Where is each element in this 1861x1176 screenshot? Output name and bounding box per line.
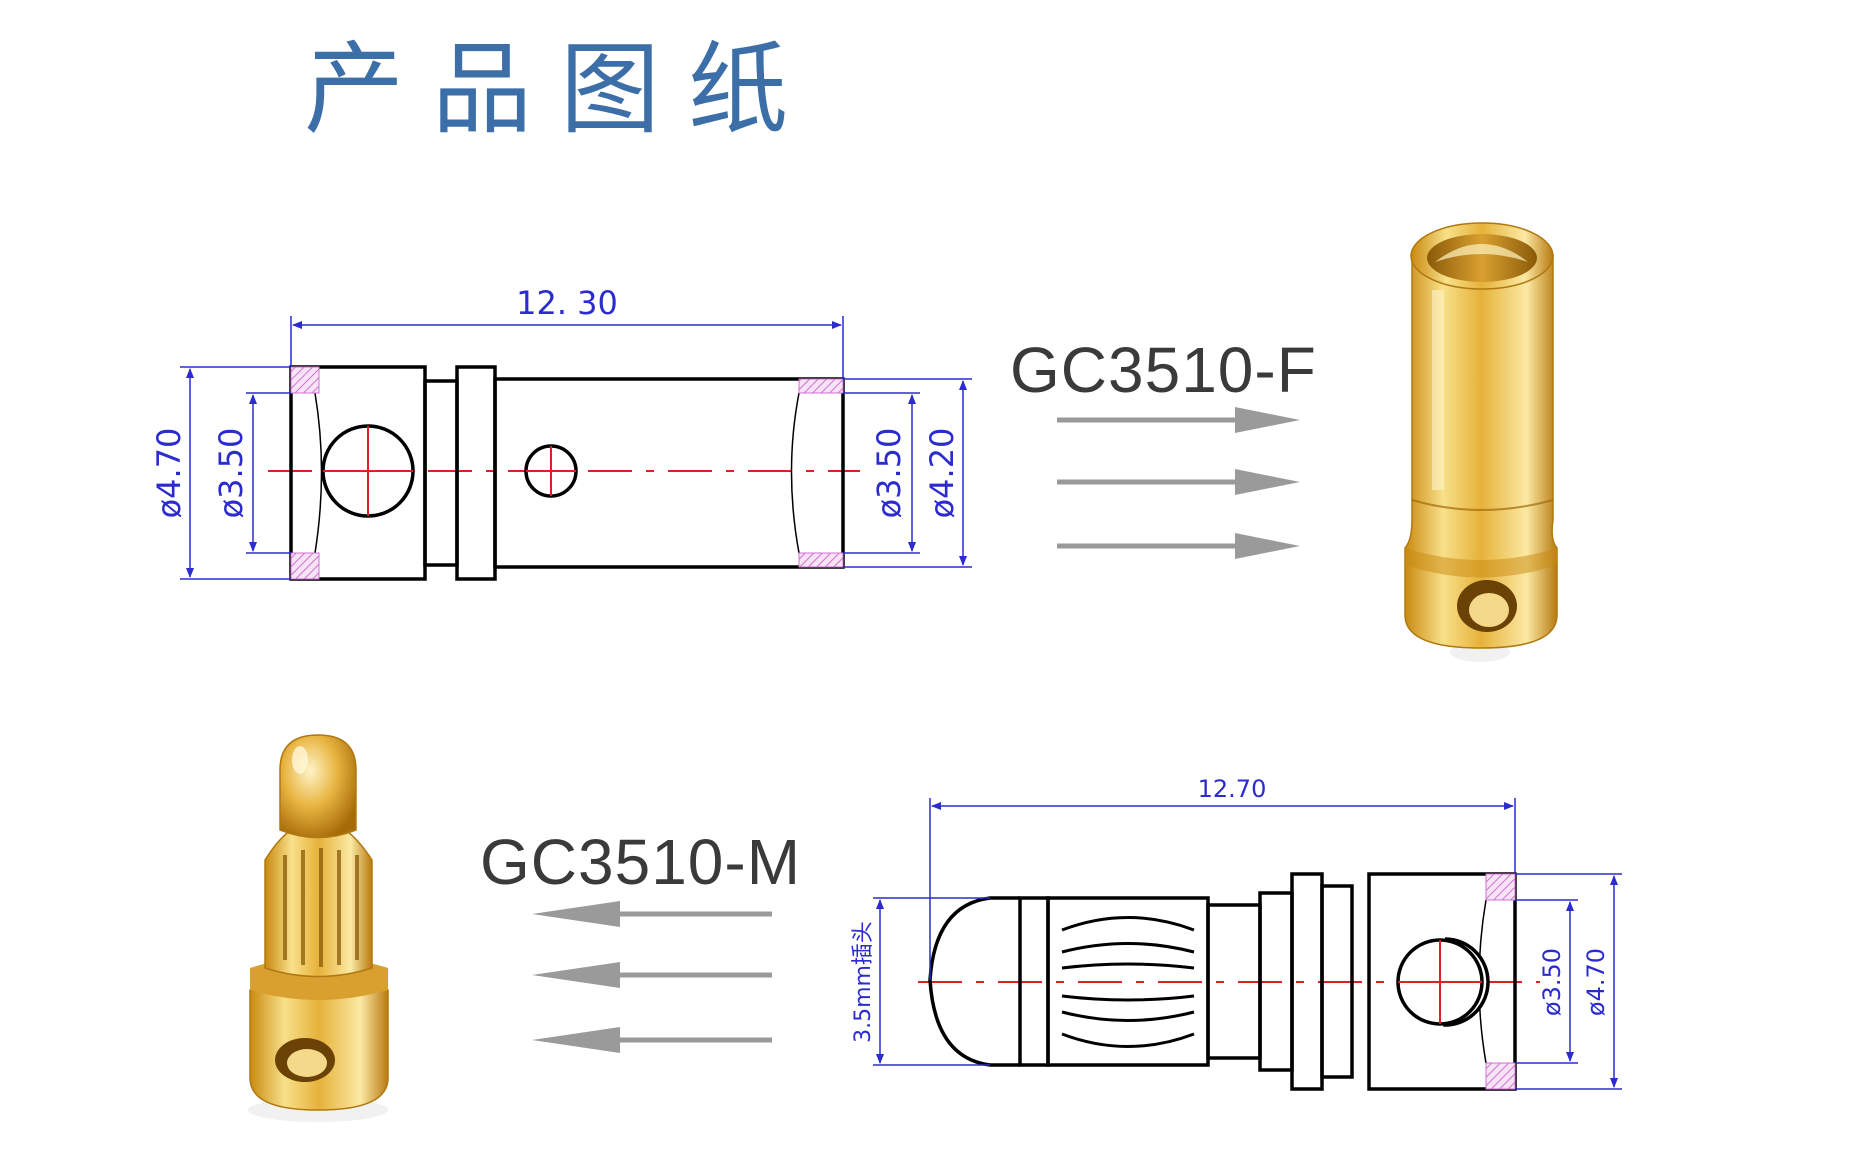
male-dim-length-label: 12.70 <box>1198 775 1267 803</box>
male-dome-tip <box>928 896 1020 1067</box>
male-hatch-bottom <box>1485 1062 1516 1090</box>
arrow-left-icon <box>532 962 772 988</box>
female-hatch-bottom-left <box>290 552 320 580</box>
female-dim-outer-right <box>843 378 972 568</box>
male-dim-plug-label: 3.5mm插头 <box>851 921 876 1043</box>
female-dim-length <box>290 316 844 379</box>
female-model-label: GC3510-F <box>1010 334 1317 406</box>
male-dim-inner <box>1515 899 1578 1064</box>
female-dim-inner-left <box>246 392 291 554</box>
female-tube <box>493 377 845 569</box>
arrow-left-icon <box>532 901 772 927</box>
male-hatch-top <box>1485 873 1516 901</box>
page-title: 产品图纸 <box>304 34 816 146</box>
female-hatch-bottom-right <box>798 552 844 568</box>
female-arrows <box>1057 407 1300 559</box>
male-drawing: 12.70 3.5mm插头 ø3.50 ø4.70 <box>851 775 1622 1091</box>
female-hatch-top-left <box>290 366 320 394</box>
male-arrows <box>532 901 772 1053</box>
female-dim-inner-left-label: ø3.50 <box>212 428 250 519</box>
male-dim-inner-label: ø3.50 <box>1538 948 1566 1016</box>
female-dim-length-label: 12. 30 <box>516 284 618 322</box>
male-dim-length <box>929 798 1516 980</box>
arrow-left-icon <box>532 1027 772 1053</box>
arrow-right-icon <box>1057 469 1300 495</box>
female-dim-inner-right <box>843 392 920 554</box>
female-dim-outer-left-label: ø4.70 <box>150 428 188 519</box>
female-drawing: 12. 30 ø4.70 ø3.50 ø3.50 ø4.20 <box>150 284 972 581</box>
male-dim-plug <box>873 897 990 1066</box>
female-dim-outer-left <box>180 366 291 580</box>
female-connector-photo <box>1404 222 1558 662</box>
female-dim-inner-right-label: ø3.50 <box>870 428 908 519</box>
male-model-label: GC3510-M <box>480 826 801 898</box>
female-dim-outer-right-label: ø4.20 <box>923 428 961 519</box>
female-collar <box>455 365 497 581</box>
male-dim-outer-label: ø4.70 <box>1582 948 1610 1016</box>
arrow-right-icon <box>1057 533 1300 559</box>
male-cup <box>1367 872 1517 1091</box>
male-connector-photo <box>248 734 389 1122</box>
arrow-right-icon <box>1057 407 1300 433</box>
female-groove <box>423 379 459 567</box>
male-dim-outer <box>1515 873 1622 1090</box>
female-hatch-top-right <box>798 378 844 394</box>
